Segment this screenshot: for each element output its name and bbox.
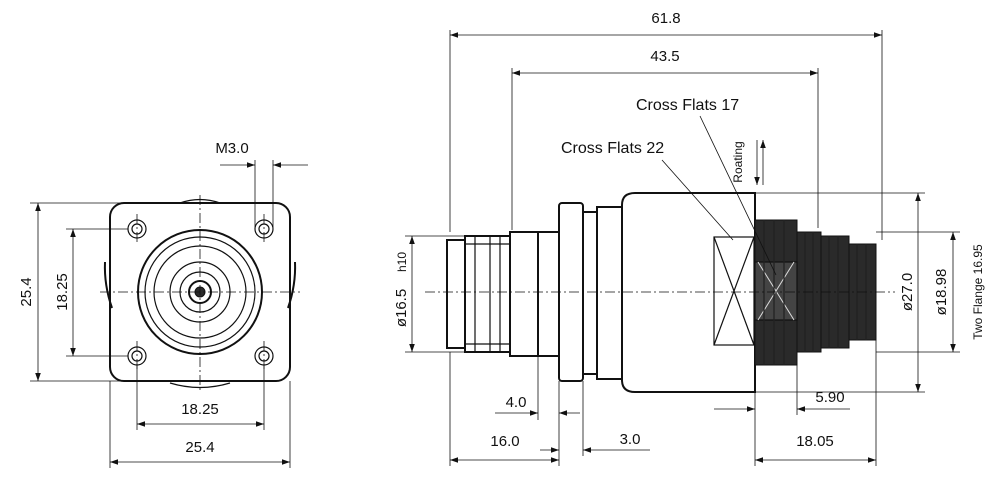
side-view: 61.8 43.5 ø16.5 h10 ø27.0 ø18.98 Two Fla… bbox=[393, 10, 985, 466]
dim-thread: M3.0 bbox=[215, 140, 248, 157]
left-connector-tip bbox=[446, 235, 511, 353]
dim-left-diameter-tol: h10 bbox=[395, 252, 409, 272]
rotating-nut bbox=[754, 219, 877, 366]
dim-outer-height: 25.4 bbox=[18, 277, 35, 306]
dim-nut-offset: 5.90 bbox=[815, 389, 844, 406]
dim-right-length: 18.05 bbox=[796, 433, 834, 450]
dim-left-length: 16.0 bbox=[490, 433, 519, 450]
label-cross-flats-17: Cross Flats 17 bbox=[636, 97, 739, 114]
dim-two-flange: Two Flange 16.95 bbox=[971, 244, 985, 340]
dim-body-length: 43.5 bbox=[650, 48, 679, 65]
left-hex bbox=[509, 231, 539, 357]
label-cross-flats-22: Cross Flats 22 bbox=[561, 140, 664, 157]
dim-left-diameter: ø16.5 bbox=[393, 289, 410, 327]
label-rotating: Roating bbox=[731, 141, 745, 182]
front-view: M3.0 25.4 18.25 18.25 25.4 bbox=[18, 140, 308, 468]
dim-outer-width: 25.4 bbox=[185, 439, 214, 456]
dim-nut-diameter: ø18.98 bbox=[933, 269, 950, 316]
dim-flange-offset: 3.0 bbox=[620, 431, 641, 448]
rotating-arrows-icon bbox=[754, 140, 766, 185]
dim-body-diameter: ø27.0 bbox=[899, 273, 916, 311]
dim-flange-thickness: 4.0 bbox=[506, 394, 527, 411]
dim-hole-width: 18.25 bbox=[181, 401, 219, 418]
dim-hole-height: 18.25 bbox=[54, 273, 71, 311]
dim-overall-length: 61.8 bbox=[651, 10, 680, 27]
